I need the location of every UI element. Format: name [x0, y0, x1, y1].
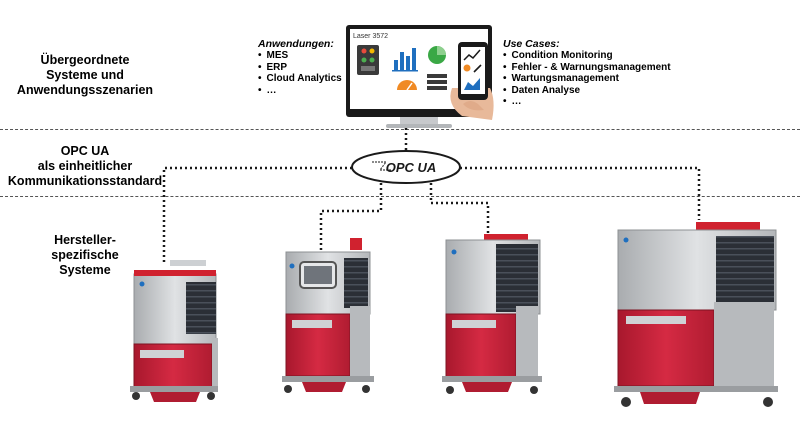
applications-item: Cloud Analytics — [258, 73, 358, 85]
layer-label-middle: OPC UA als einheitlicher Kommunikationss… — [0, 144, 170, 189]
use-cases-item: Daten Analyse — [503, 85, 683, 97]
layer-label-line: Systeme — [59, 263, 111, 277]
traffic-light-icon — [357, 45, 379, 75]
gauge-icon — [397, 80, 417, 91]
applications-item: ERP — [258, 62, 358, 74]
layer-label-top: Übergeordnete Systeme und Anwendungsszen… — [0, 53, 170, 98]
applications-title: Anwendungen: — [258, 38, 334, 50]
use-cases-title: Use Cases: — [503, 38, 560, 50]
layer-label-line: OPC UA — [60, 144, 110, 158]
smartphone-illustration — [450, 42, 494, 120]
applications-block: Anwendungen: MES ERP Cloud Analytics … — [258, 38, 358, 96]
layer-separator-bottom — [0, 196, 800, 197]
use-cases-item: Fehler - & Warnungsmanagement — [503, 62, 683, 74]
layer-label-line: Anwendungsszenarien — [16, 83, 154, 97]
machine-4 — [614, 222, 778, 407]
machine-1 — [130, 260, 218, 402]
opc-ua-hub: OPC UA — [351, 150, 461, 184]
layer-label-line: Systeme und — [46, 68, 124, 82]
layer-label-bottom: Hersteller- spezifische Systeme — [0, 233, 170, 278]
applications-item: MES — [258, 50, 358, 62]
area-chart-icon — [464, 78, 480, 90]
use-cases-item: Wartungsmanagement — [503, 73, 683, 85]
applications-list: MES ERP Cloud Analytics … — [258, 50, 358, 96]
layer-label-line: Hersteller- — [54, 233, 116, 247]
use-cases-item: … — [503, 96, 683, 108]
layer-separator-top — [0, 129, 800, 130]
wrench-icon — [473, 64, 482, 73]
use-cases-item: Condition Monitoring — [503, 50, 683, 62]
layer-label-line: Kommunikationsstandard — [7, 174, 163, 188]
connection-lines — [162, 128, 701, 262]
trend-icon — [463, 49, 481, 61]
list-icon — [427, 74, 447, 90]
layer-label-line: als einheitlicher — [37, 159, 133, 173]
applications-item: … — [258, 85, 358, 97]
machine-3 — [442, 234, 542, 394]
layer-label-line: spezifische — [51, 248, 119, 262]
layer-label-line: Übergeordnete — [40, 53, 130, 67]
opc-ua-logo-icon — [372, 161, 392, 171]
monitor-title: Laser 3572 — [353, 33, 388, 40]
use-cases-list: Condition Monitoring Fehler - & Warnungs… — [503, 50, 683, 108]
machine-2 — [282, 238, 374, 393]
pie-chart-icon — [428, 46, 446, 64]
use-cases-block: Use Cases: Condition Monitoring Fehler -… — [503, 38, 683, 108]
warning-icon — [463, 64, 471, 72]
bar-chart-icon — [392, 48, 418, 72]
opc-ua-label: OPC UA — [386, 160, 437, 175]
